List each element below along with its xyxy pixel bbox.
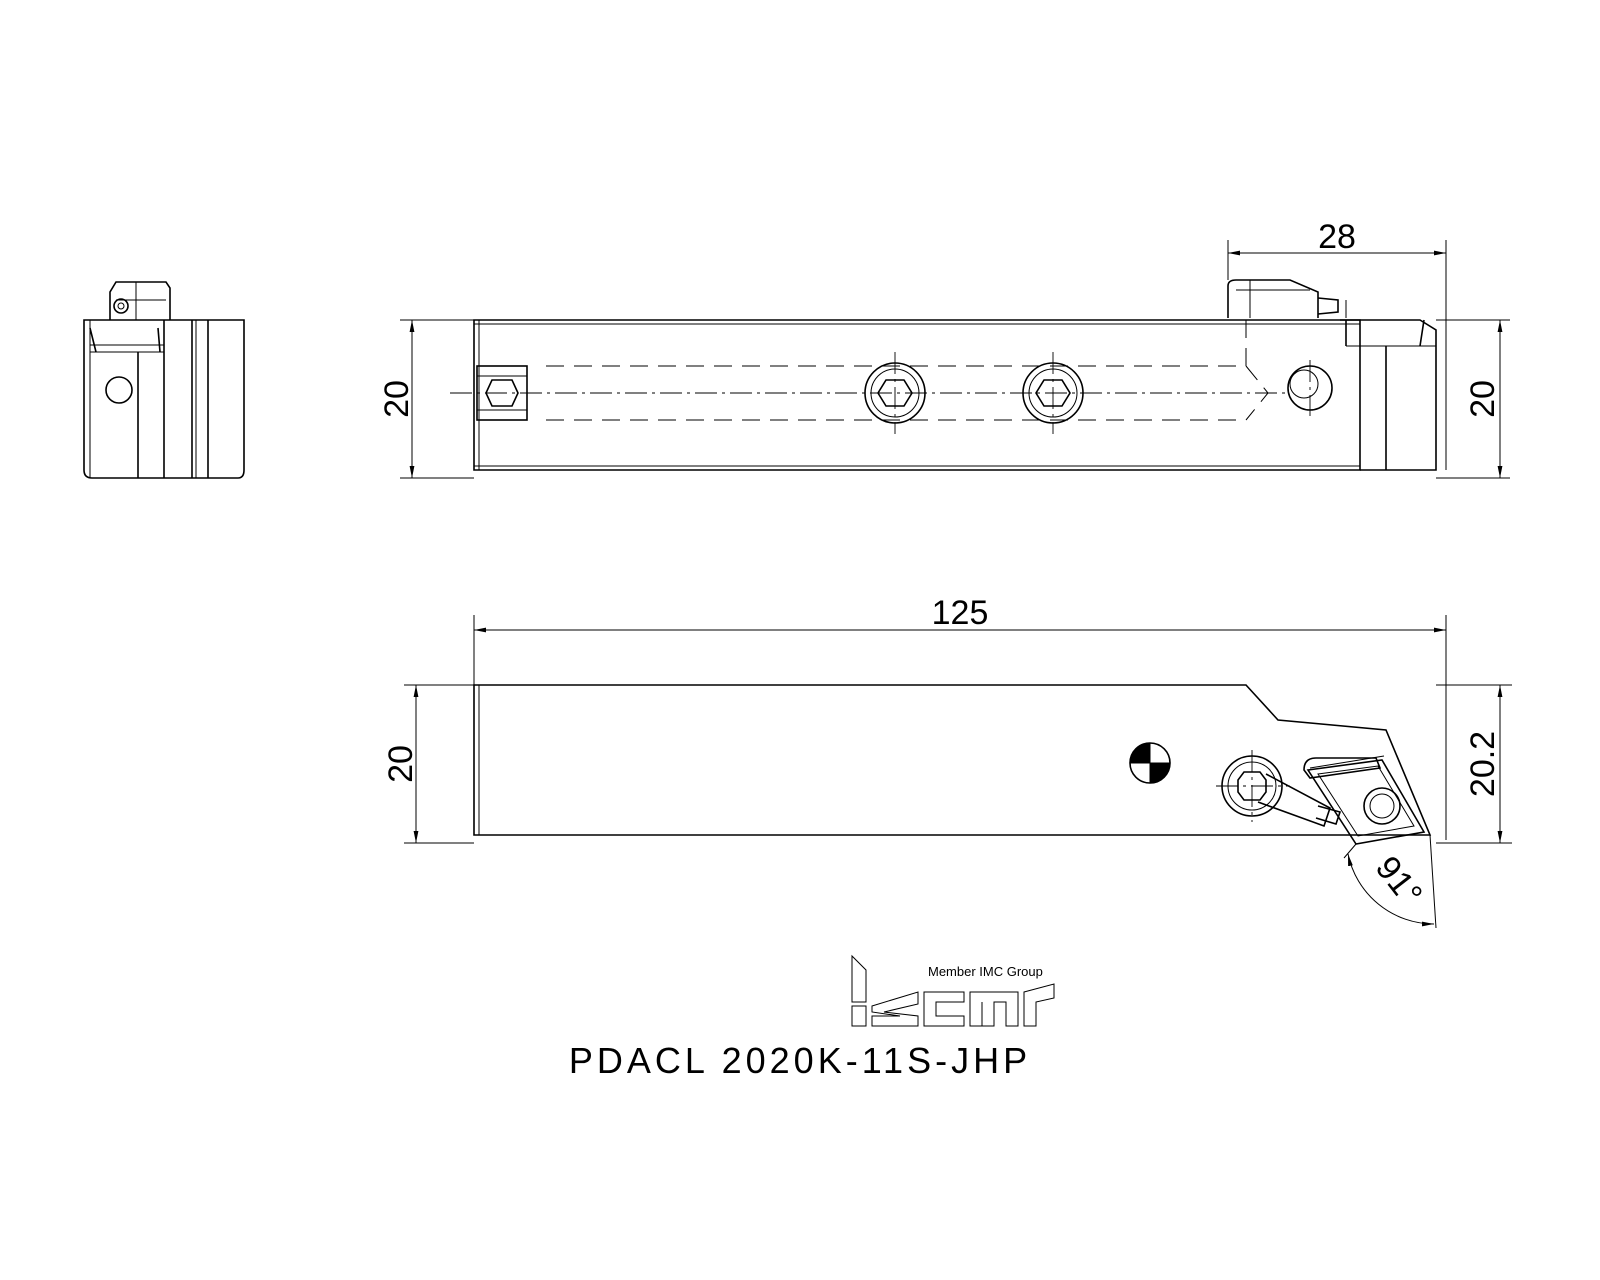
dim-height-side-right: 20.2 bbox=[1464, 731, 1502, 797]
end-view bbox=[83, 281, 245, 479]
clamp-icon bbox=[109, 281, 171, 320]
dim-overall-length: 125 bbox=[932, 594, 989, 632]
top-view bbox=[450, 279, 1437, 471]
side-view-dimensions: 125 20 20.2 91° bbox=[382, 594, 1512, 929]
iscar-logo: Member IMC Group bbox=[851, 954, 1055, 1027]
plug-screw-1-icon bbox=[864, 352, 926, 434]
top-clamp-icon bbox=[1227, 279, 1319, 318]
center-of-gravity-icon bbox=[1129, 742, 1171, 784]
dim-head-length: 28 bbox=[1318, 218, 1356, 256]
clamp-lever-icon bbox=[1257, 773, 1331, 828]
dim-height-top-left: 20 bbox=[378, 380, 416, 418]
dim-height-top-right: 20 bbox=[1464, 380, 1502, 418]
side-view bbox=[473, 684, 1432, 845]
part-number: PDACL 2020K-11S-JHP bbox=[568, 1040, 1032, 1081]
plug-screw-2-icon bbox=[1022, 352, 1084, 434]
logo-tagline: Member IMC Group bbox=[928, 964, 1043, 979]
coolant-port-icon bbox=[105, 376, 133, 404]
round-plug-icon bbox=[1287, 360, 1333, 416]
dim-height-side-left: 20 bbox=[382, 745, 420, 783]
top-view-dimensions: 20 20 28 bbox=[378, 218, 1510, 479]
torx-screw-icon bbox=[1216, 750, 1290, 822]
